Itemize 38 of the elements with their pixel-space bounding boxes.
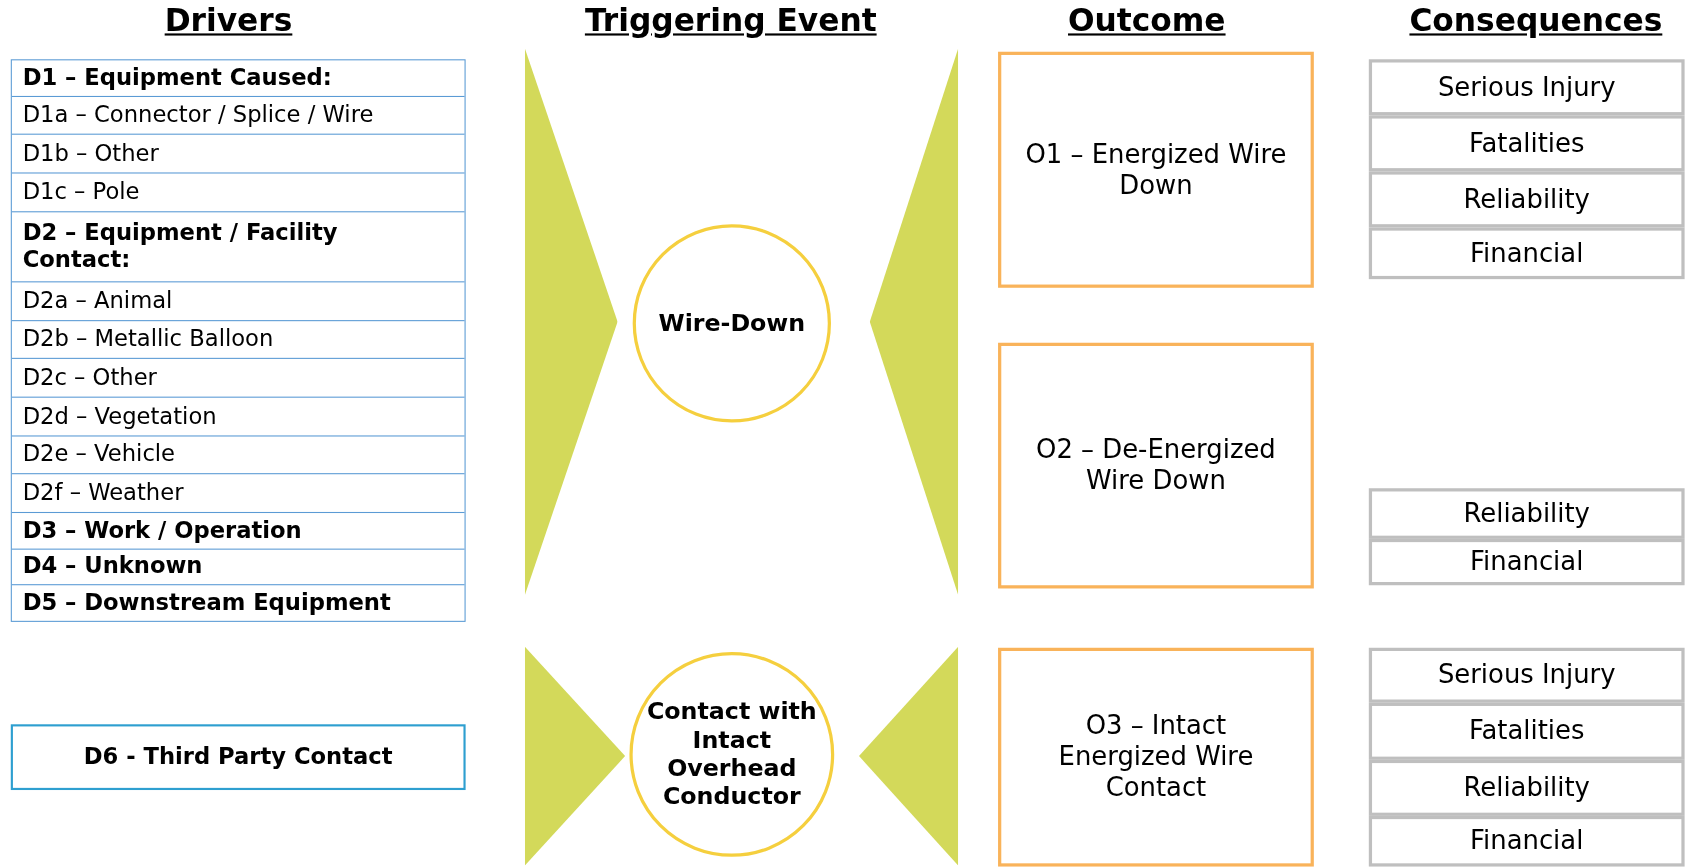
driver-row: D2 – Equipment / Facility Contact:: [11, 211, 465, 282]
funnel-triangle: [524, 646, 626, 866]
outcome-box: O3 – Intact Energized Wire Contact: [998, 647, 1314, 867]
driver-row: D2b – Metallic Balloon: [11, 320, 465, 358]
funnel-triangle: [869, 48, 959, 595]
column-heading: Drivers: [164, 2, 293, 39]
driver-row: D3 – Work / Operation: [11, 511, 465, 549]
column-heading: Triggering Event: [584, 2, 877, 39]
driver-row: D1a – Connector / Splice / Wire: [11, 95, 465, 134]
consequence-row: Financial: [1368, 227, 1685, 280]
funnel-triangle: [524, 48, 618, 595]
driver-row: D2f – Weather: [11, 473, 465, 512]
event-circle: Wire-Down: [632, 224, 831, 423]
column-heading: Consequences: [1409, 2, 1663, 39]
consequence-row: Fatalities: [1368, 115, 1685, 172]
driver-box: D6 - Third Party Contact: [10, 724, 466, 791]
driver-row: D2d – Vegetation: [11, 396, 465, 436]
driver-row: D1b – Other: [11, 133, 465, 173]
consequence-row: Financial: [1368, 815, 1685, 867]
driver-row: D2c – Other: [11, 357, 465, 397]
driver-row: D1 – Equipment Caused:: [11, 60, 465, 96]
consequence-row: Reliability: [1368, 171, 1685, 228]
column-heading: Outcome: [1068, 2, 1226, 39]
consequence-row: Serious Injury: [1368, 647, 1685, 703]
funnel-triangle: [859, 646, 959, 866]
driver-row: D2e – Vehicle: [11, 435, 465, 474]
consequence-row: Reliability: [1368, 759, 1685, 816]
event-circle: Contact with Intact Overhead Conductor: [629, 652, 835, 857]
consequence-row: Reliability: [1368, 488, 1685, 539]
driver-row: D4 – Unknown: [11, 548, 465, 585]
consequence-row: Financial: [1368, 538, 1685, 586]
driver-row: D2a – Animal: [11, 281, 465, 321]
outcome-box: O2 – De-Energized Wire Down: [998, 342, 1314, 589]
outcome-box: O1 – Energized Wire Down: [998, 51, 1314, 288]
driver-row: D1c – Pole: [11, 172, 465, 212]
driver-row: D5 – Downstream Equipment: [11, 584, 465, 622]
consequence-row: Fatalities: [1368, 702, 1685, 760]
consequence-row: Serious Injury: [1368, 59, 1685, 116]
